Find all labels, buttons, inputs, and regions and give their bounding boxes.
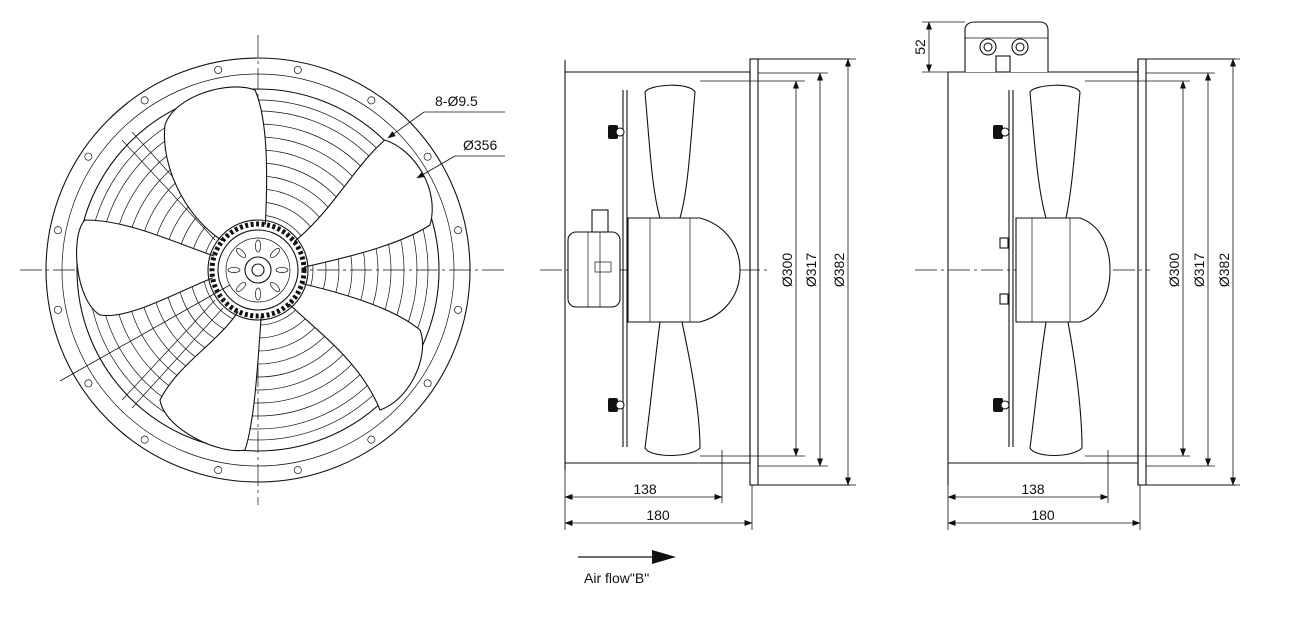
hub-slot	[236, 248, 247, 259]
airflow-indicator: Air flow"B"	[578, 550, 676, 586]
airflow-arrow-head	[652, 550, 676, 564]
flange-bolt-hole	[423, 152, 432, 161]
side1-bolt-top	[608, 125, 625, 139]
side-view-motor-side: Ø300 Ø317 Ø382 138 180	[540, 58, 856, 530]
side1-dim-d382: Ø382	[831, 253, 847, 287]
pcd-callout-label: Ø356	[463, 137, 497, 153]
airflow-label: Air flow"B"	[584, 570, 649, 586]
hole-callout-label: 8-Ø9.5	[435, 93, 478, 109]
side2-dim-138: 138	[1021, 481, 1045, 497]
pcd-leader	[416, 155, 456, 179]
side1-flange	[749, 58, 759, 486]
flange-bolt-hole	[367, 96, 376, 105]
side2-blade-upper	[1029, 84, 1081, 219]
hub-slot	[255, 239, 261, 253]
motor-hub	[207, 219, 309, 321]
flange-bolt-hole	[84, 152, 93, 161]
side2-dim-d382: Ø382	[1216, 253, 1232, 287]
hub-slot	[227, 267, 241, 273]
side1-blade-lower	[644, 321, 701, 456]
hub-slot	[255, 287, 261, 301]
side2-dim-180: 180	[1031, 507, 1055, 523]
flange-bolt-hole	[53, 305, 62, 314]
side2-bolt-bottom	[993, 398, 1010, 412]
side1-motor-body	[627, 217, 741, 323]
blade-bottom	[159, 299, 263, 452]
side-view-box-side: 52 Ø300 Ø317 Ø382 138 180	[912, 21, 1240, 530]
hub-slot	[275, 267, 289, 273]
hub-slot	[269, 281, 280, 292]
blade-left	[76, 219, 221, 317]
side2-dim-52: 52	[912, 39, 928, 55]
side2-blade-lower	[1029, 321, 1083, 457]
blade-bottom-right	[284, 281, 424, 411]
hub-slot	[236, 281, 247, 292]
duct-inner-ring	[76, 88, 440, 452]
flange-bolt-hole	[140, 96, 149, 105]
side1-dim-d300: Ø300	[779, 253, 795, 287]
side1-dim-d317: Ø317	[803, 253, 819, 287]
blade-right	[289, 139, 433, 269]
flange-bolt-circle	[61, 73, 455, 467]
side1-cable-gland	[591, 209, 609, 233]
fan-blades	[76, 86, 433, 452]
flange-outer-ring	[45, 57, 471, 483]
flange-bolt-hole	[423, 379, 432, 388]
side1-blade-upper	[644, 84, 696, 219]
flange-bolt-hole	[84, 379, 93, 388]
side2-motor-body	[1015, 217, 1111, 323]
side2-dim-d300: Ø300	[1166, 253, 1182, 287]
side2-terminal-box	[964, 21, 1049, 72]
front-view: 8-Ø9.5 Ø356	[20, 35, 505, 505]
side1-dim-138: 138	[633, 481, 657, 497]
hole-leader	[387, 111, 425, 139]
side1-bolt-bottom	[608, 398, 625, 412]
side2-flange	[1137, 58, 1147, 486]
flange-bolt-hole	[454, 305, 463, 314]
side1-terminal-box	[567, 231, 621, 308]
flange-bolt-hole	[454, 226, 463, 235]
flange-bolt-hole	[293, 466, 302, 475]
side2-bolt-top	[993, 125, 1010, 139]
flange-bolt-hole	[214, 466, 223, 475]
flange-bolt-hole	[140, 435, 149, 444]
leader-line-left	[59, 284, 231, 382]
side1-dim-180: 180	[646, 507, 670, 523]
flange-bolt-hole	[53, 226, 62, 235]
flange-bolt-hole	[367, 435, 376, 444]
flange-bolt-hole	[214, 65, 223, 74]
blade-top	[163, 86, 268, 246]
flange-bolt-hole	[293, 65, 302, 74]
side2-dim-d317: Ø317	[1191, 253, 1207, 287]
flange-bolt-holes	[53, 65, 463, 475]
hub-slot	[269, 248, 280, 259]
